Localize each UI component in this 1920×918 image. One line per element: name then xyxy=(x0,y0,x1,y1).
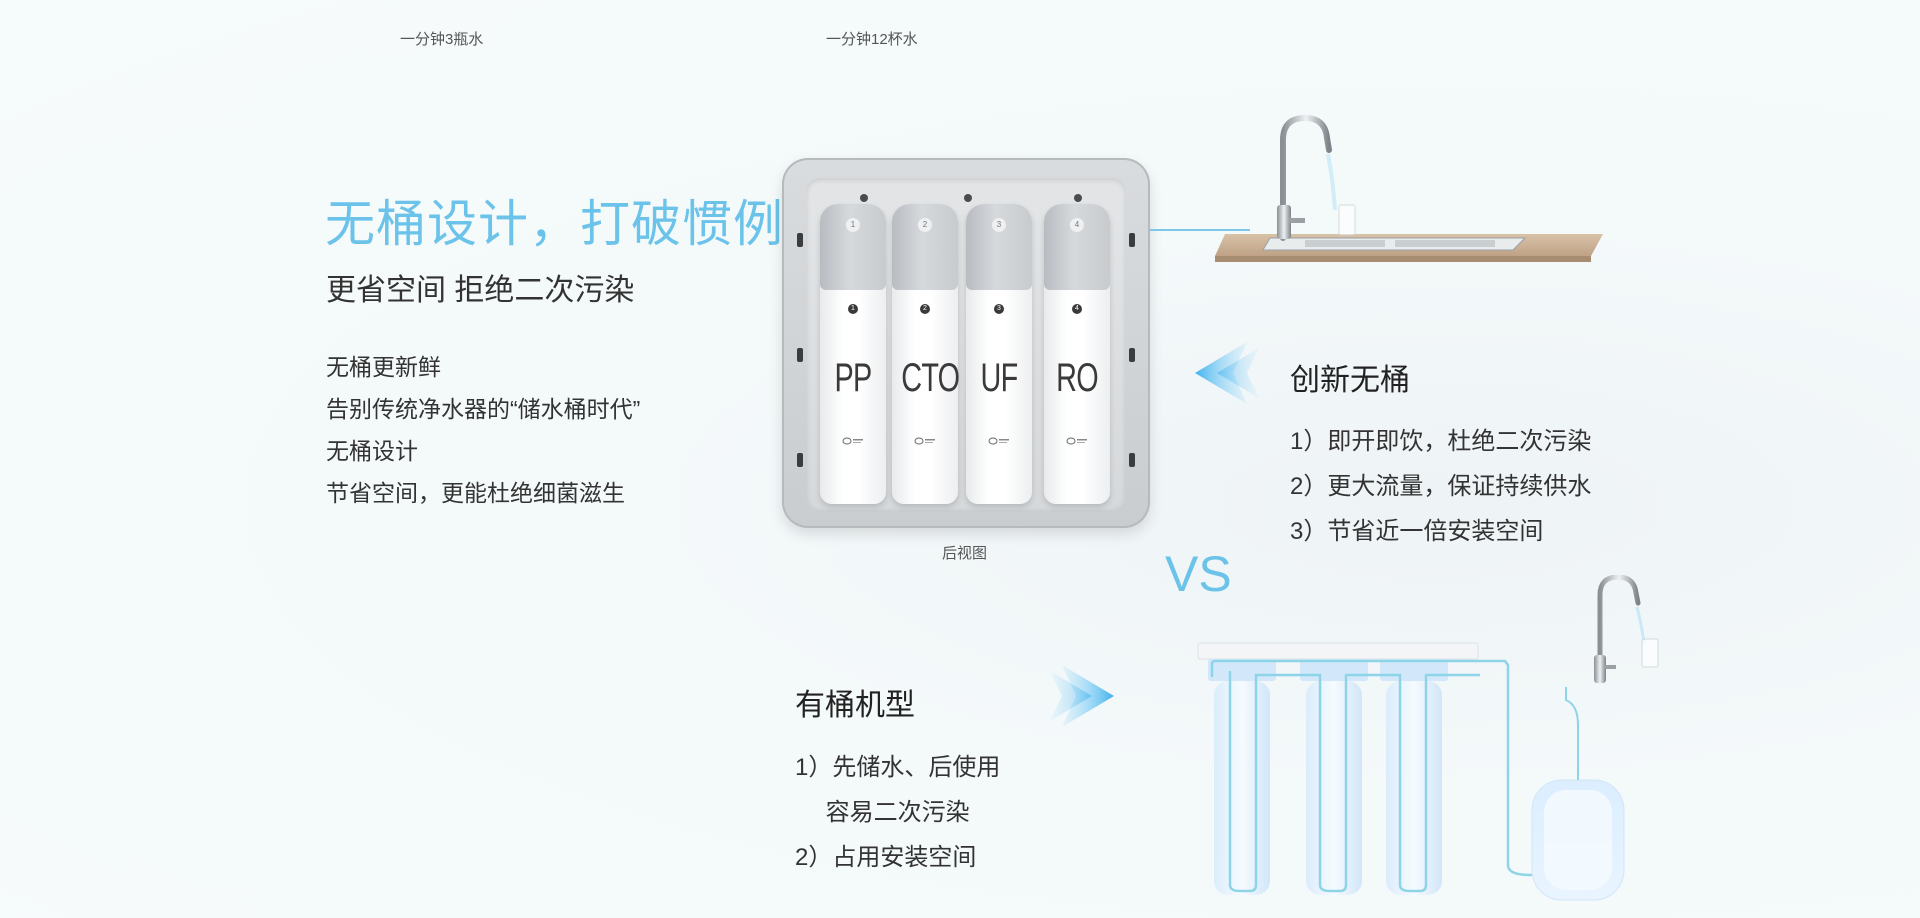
filter-cartridge-uf: 3 3 UF xyxy=(966,204,1032,504)
feature-item: 告别传统净水器的“储水桶时代” xyxy=(326,396,641,422)
filter-cap: 1 xyxy=(820,204,886,290)
brand-logo-icon xyxy=(914,437,935,445)
slot-mark xyxy=(1129,453,1135,467)
filter-cap: 4 xyxy=(1044,204,1110,290)
tankless-point: 3）节省近一倍安装空间 xyxy=(1290,518,1544,545)
filter-housing xyxy=(1208,659,1276,895)
screw-dot xyxy=(860,194,868,202)
filter-cap: 3 xyxy=(966,204,1032,290)
slot-mark xyxy=(797,233,803,247)
purifier-rear-view: 1 1 PP 2 2 CTO 3 3 UF 4 4 RO xyxy=(782,158,1150,528)
tank-heading: 有桶机型 xyxy=(795,689,915,722)
slot-mark xyxy=(1129,233,1135,247)
slot-mark xyxy=(797,348,803,362)
filter-number: 3 xyxy=(994,304,1004,314)
tankless-points: 1）即开即饮，杜绝二次污染 2）更大流量，保证持续供水 3）节省近一倍安装空间 xyxy=(1290,419,1591,554)
filter-number: 2 xyxy=(920,304,930,314)
sink-illustration xyxy=(1215,114,1603,262)
feature-list: 无桶更新鲜 告别传统净水器的“储水桶时代” 无桶设计 节省空间，更能杜绝细菌滋生 xyxy=(326,346,640,514)
filter-label: RO xyxy=(1056,356,1098,400)
filter-number: 4 xyxy=(1072,304,1082,314)
mounting-bracket xyxy=(1197,642,1479,660)
filter-cartridge-ro: 4 4 RO xyxy=(1044,204,1110,504)
main-title: 无桶设计，打破惯例 xyxy=(325,196,784,252)
tankless-point: 1）即开即饮，杜绝二次污染 xyxy=(1290,428,1592,455)
filter-label: UF xyxy=(980,356,1019,400)
brand-logo-icon xyxy=(1066,437,1087,445)
filter-cartridge-cto: 2 2 CTO xyxy=(892,204,960,504)
screw-dot xyxy=(1074,194,1082,202)
top-caption-bottles: 一分钟3瓶水 xyxy=(400,31,484,48)
slot-mark xyxy=(1129,348,1135,362)
filter-housing xyxy=(1300,659,1368,895)
filter-cap-number: 4 xyxy=(1070,218,1084,232)
feature-item: 无桶更新鲜 xyxy=(326,354,441,380)
filter-number: 1 xyxy=(848,304,858,314)
tankless-heading: 创新无桶 xyxy=(1290,364,1410,397)
faucet-icon xyxy=(1277,114,1356,241)
sink-icon xyxy=(1262,237,1527,251)
tank-point: 1）先储水、后使用 xyxy=(795,754,1001,781)
sub-title: 更省空间 拒绝二次污染 xyxy=(326,274,635,307)
filter-label: CTO xyxy=(901,356,960,400)
feature-item: 无桶设计 xyxy=(326,438,418,464)
tank-point: 容易二次污染 xyxy=(795,799,970,826)
tank-system-illustration xyxy=(1197,575,1659,901)
right-arrow-icon xyxy=(1050,665,1114,727)
filter-cap-number: 3 xyxy=(992,218,1006,232)
vs-label: VS xyxy=(1165,546,1232,602)
slot-mark xyxy=(797,453,803,467)
tank-points: 1）先储水、后使用 容易二次污染 2）占用安装空间 xyxy=(795,745,1000,880)
filter-cap: 2 xyxy=(892,204,958,290)
feature-item: 节省空间，更能杜绝细菌滋生 xyxy=(326,480,625,506)
brand-logo-icon xyxy=(988,437,1009,445)
filter-cap-number: 1 xyxy=(846,218,860,232)
filter-cap-number: 2 xyxy=(918,218,932,232)
water-tank-icon xyxy=(1531,779,1625,901)
brand-logo-icon xyxy=(842,437,863,445)
left-arrow-icon xyxy=(1195,342,1259,404)
screw-dot xyxy=(964,194,972,202)
filter-cartridge-pp: 1 1 PP xyxy=(820,204,886,504)
connector-line xyxy=(1150,229,1250,231)
filter-label: PP xyxy=(834,356,873,400)
top-caption-cups: 一分钟12杯水 xyxy=(826,31,918,48)
faucet-icon xyxy=(1594,575,1659,683)
filter-housing xyxy=(1380,659,1448,895)
tankless-point: 2）更大流量，保证持续供水 xyxy=(1290,473,1592,500)
tank-point: 2）占用安装空间 xyxy=(795,844,977,871)
rear-view-caption: 后视图 xyxy=(942,545,988,562)
